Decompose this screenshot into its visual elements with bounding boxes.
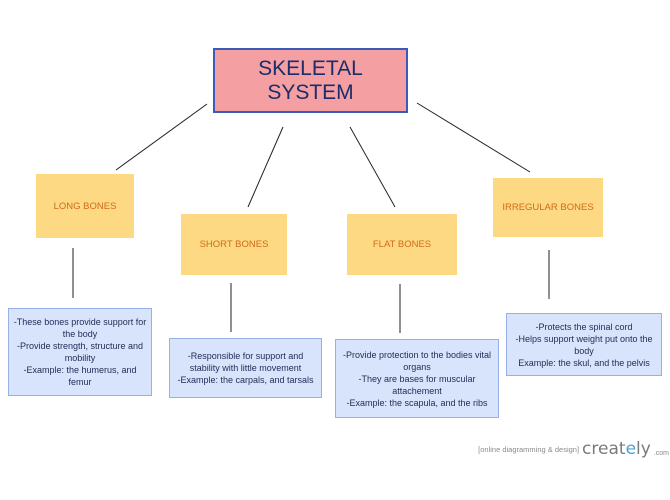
root-node: SKELETAL SYSTEM [213, 48, 408, 113]
root-title: SKELETAL SYSTEM [258, 56, 363, 104]
category-flat-bones: FLAT BONES [347, 214, 457, 275]
description-line: Example: the skul, and the pelvis [518, 357, 650, 368]
brand-name-start: creat [582, 439, 626, 459]
description-line: -Protects the spinal cord [535, 321, 633, 332]
description-line: -Helps support weight put onto the body [515, 333, 653, 356]
brand-name-accent: e [625, 439, 637, 459]
description-flat-bones: -Provide protection to the bodies vital … [335, 339, 499, 418]
description-line: -Example: the scapula, and the ribs [346, 397, 488, 408]
description-short-bones: -Responsible for support and stability w… [169, 338, 322, 398]
description-long-bones: -These bones provide support for the bod… [8, 308, 152, 396]
category-label: LONG BONES [53, 200, 117, 212]
description-line: -They are bases for muscular attachement [358, 373, 476, 396]
connector-root-irregular [416, 102, 531, 173]
category-irregular-bones: IRREGULAR BONES [493, 178, 603, 237]
description-line: -Provide protection to the bodies vital … [342, 349, 492, 372]
brand-logo: creately [582, 439, 651, 459]
category-short-bones: SHORT BONES [181, 214, 287, 275]
brand-name-end: ly [636, 439, 651, 459]
creately-watermark[interactable]: [online diagramming & design] creately .… [469, 436, 669, 462]
connector-root-short [247, 126, 284, 208]
description-line: -These bones provide support for the bod… [13, 317, 147, 339]
category-long-bones: LONG BONES [36, 174, 134, 238]
connector-root-long [115, 103, 208, 171]
description-irregular-bones: -Protects the spinal cord -Helps support… [506, 313, 662, 376]
category-label: IRREGULAR BONES [502, 202, 594, 213]
brand-tagline: [online diagramming & design] [478, 444, 580, 454]
connector-root-flat [349, 126, 396, 208]
category-label: SHORT BONES [199, 239, 269, 250]
brand-domain: .com [653, 450, 669, 457]
category-label: FLAT BONES [372, 239, 432, 250]
description-line: -Example: the carpals, and tarsals [177, 375, 314, 385]
description-line: -Provide strength, structure and mobilit… [16, 341, 144, 363]
description-line: -Example: the humerus, and femur [23, 365, 137, 387]
description-line: -Responsible for support and stability w… [187, 351, 304, 373]
